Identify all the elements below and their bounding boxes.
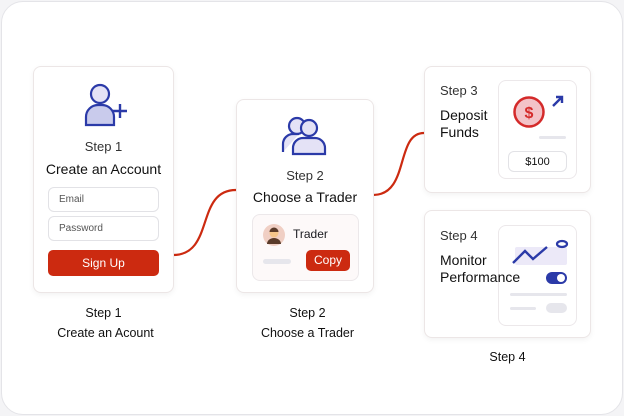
step-title-line2: Performance bbox=[440, 269, 521, 285]
arrow-up-right-icon bbox=[552, 95, 564, 107]
step-title-line2: Funds bbox=[440, 124, 479, 140]
step-label: Step 1 bbox=[84, 139, 123, 154]
placeholder-bar bbox=[263, 259, 291, 264]
caption-step1-title: Create an Acount bbox=[57, 326, 154, 340]
users-icon bbox=[281, 116, 327, 156]
step3-card: Step 3 Deposit Funds $ $100 bbox=[424, 66, 591, 193]
step-title-line1: Monitor bbox=[440, 252, 487, 268]
placeholder-bar bbox=[539, 136, 566, 139]
deposit-panel: $ $100 bbox=[498, 80, 577, 179]
caption-step1: Step 1 bbox=[85, 306, 122, 320]
toggle-knob bbox=[557, 274, 565, 282]
line-chart-icon bbox=[512, 239, 569, 265]
sign-up-button[interactable]: Sign Up bbox=[48, 250, 159, 276]
placeholder-pill bbox=[546, 303, 567, 313]
step2-card: Step 2 Choose a Trader Trader Copy bbox=[236, 99, 374, 293]
connector-2-3 bbox=[372, 131, 425, 197]
placeholder-bar bbox=[510, 293, 567, 296]
password-input[interactable]: Password bbox=[48, 216, 159, 241]
caption-step2: Step 2 bbox=[289, 306, 326, 320]
copy-button[interactable]: Copy bbox=[306, 250, 350, 271]
step-title-line1: Deposit bbox=[440, 107, 488, 123]
performance-panel bbox=[498, 225, 577, 326]
trader-name: Trader bbox=[293, 227, 328, 241]
step-label: Step 2 bbox=[286, 168, 324, 183]
trader-card[interactable]: Trader Copy bbox=[252, 214, 359, 281]
step-title: Create an Account bbox=[45, 161, 162, 177]
step-label: Step 3 bbox=[440, 83, 478, 98]
email-input[interactable]: Email bbox=[48, 187, 159, 212]
svg-text:$: $ bbox=[525, 105, 534, 122]
step-title: Choose a Trader bbox=[252, 189, 358, 205]
toggle-switch[interactable] bbox=[546, 272, 567, 284]
step-label: Step 4 bbox=[440, 228, 478, 243]
dollar-coin-icon: $ bbox=[513, 96, 545, 128]
step1-card: Step 1 Create an Account Email Password … bbox=[33, 66, 174, 293]
placeholder-bar bbox=[510, 307, 536, 310]
amount-field[interactable]: $100 bbox=[508, 151, 567, 172]
connector-1-2 bbox=[172, 188, 237, 257]
step4-card: Step 4 Monitor Performance bbox=[424, 210, 591, 338]
user-plus-icon bbox=[84, 83, 127, 127]
trader-avatar bbox=[263, 224, 285, 246]
caption-step4: Step 4 bbox=[489, 350, 526, 364]
caption-step2-title: Choose a Trader bbox=[260, 326, 355, 340]
